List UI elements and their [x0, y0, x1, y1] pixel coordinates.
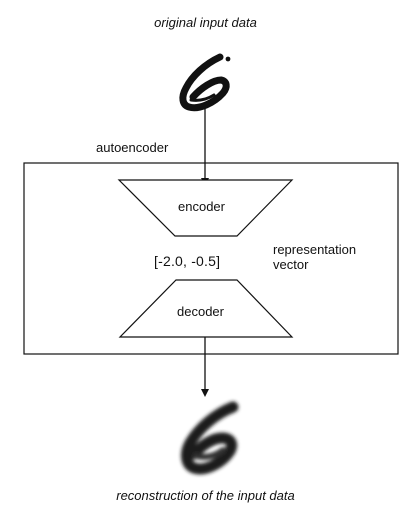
encoder-label: encoder [178, 199, 225, 214]
reconstructed-digit-stroke [181, 401, 239, 475]
representation-vector-label: representation vector [273, 242, 357, 272]
input-digit-dot [225, 56, 231, 62]
original-input-title: original input data [154, 15, 257, 30]
decoder-trapezoid [118, 279, 294, 338]
input-digit-image [179, 53, 231, 112]
input-digit-stroke [179, 53, 230, 112]
encoder-trapezoid [117, 179, 294, 237]
input-digit-tail [189, 93, 216, 102]
autoencoder-label: autoencoder [96, 140, 169, 155]
autoencoder-box [23, 162, 399, 355]
reconstruction-title: reconstruction of the input data [116, 488, 295, 503]
decoder-label: decoder [177, 304, 224, 319]
reconstructed-digit-image [181, 401, 239, 475]
reconstructed-digit-shadow [193, 447, 226, 460]
representation-vector-value: [-2.0, -0.5] [154, 253, 221, 269]
